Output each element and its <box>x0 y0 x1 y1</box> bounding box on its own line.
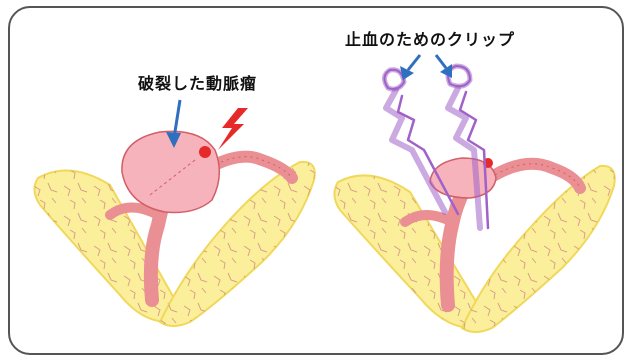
ruptured-aneurysm <box>122 131 219 212</box>
pointer-arrow-icon <box>436 55 452 78</box>
left-panel-before-treatment <box>34 100 314 326</box>
right-artery-branch-right <box>490 164 580 188</box>
rupture-point <box>199 146 211 158</box>
right-panel-after-treatment <box>334 55 614 332</box>
hemostatic-clip-label: 止血のためのクリップ <box>345 26 515 50</box>
ruptured-aneurysm-label: 破裂した動脈瘤 <box>138 70 257 94</box>
lightning-bolt-icon <box>218 108 248 150</box>
pointer-arrow-icon <box>400 55 420 80</box>
